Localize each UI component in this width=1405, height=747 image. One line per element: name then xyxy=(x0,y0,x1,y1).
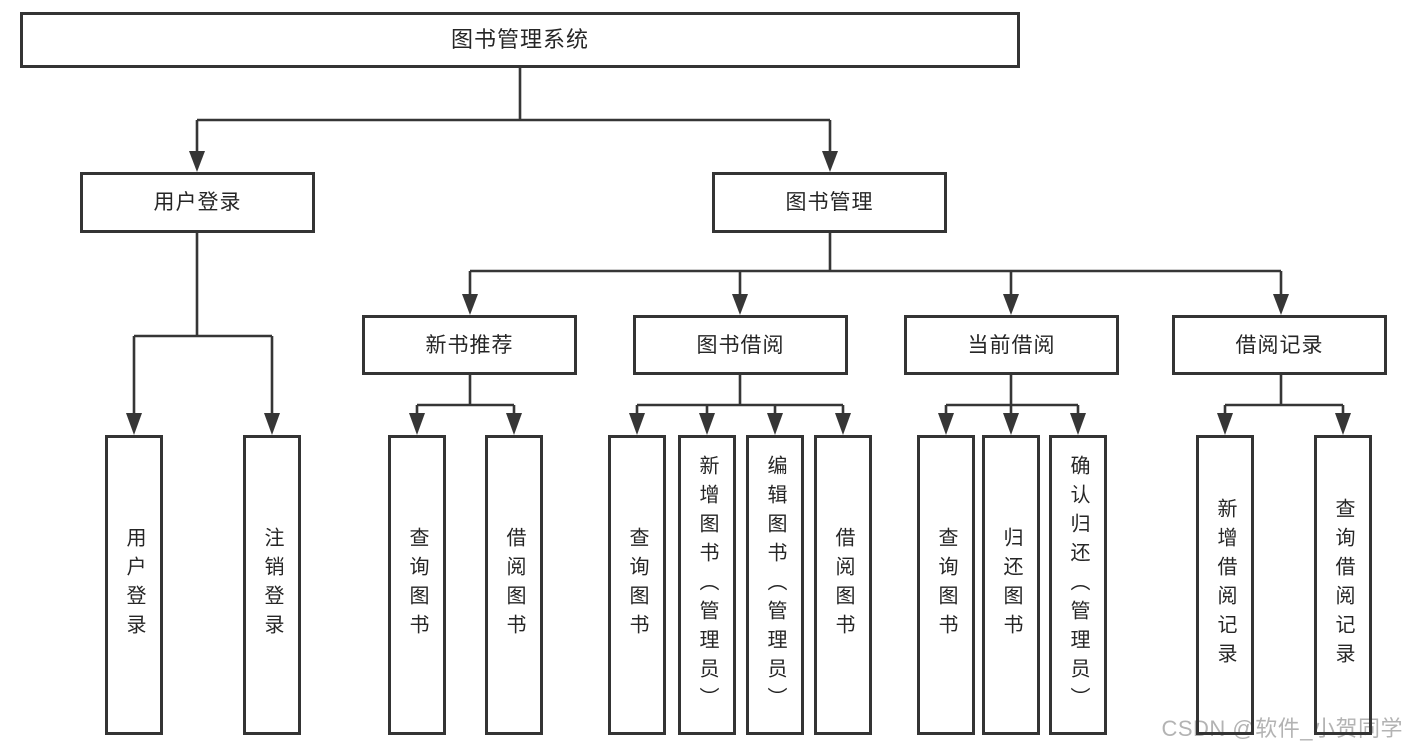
arrowhead-icon xyxy=(1217,413,1233,435)
arrowhead-icon xyxy=(835,413,851,435)
leaf-confirm-return-admin: 确认归还（管理员） xyxy=(1049,435,1107,735)
arrowhead-icon xyxy=(409,413,425,435)
node-current-borrow: 当前借阅 xyxy=(904,315,1119,375)
node-label: 借阅图书 xyxy=(503,527,525,643)
node-label: 注销登录 xyxy=(261,527,283,643)
node-label: 图书管理系统 xyxy=(450,27,589,52)
leaf-query-books-1: 查询图书 xyxy=(388,435,446,735)
node-label: 用户登录 xyxy=(123,527,145,643)
arrowhead-icon xyxy=(1003,413,1019,435)
arrowhead-icon xyxy=(462,294,478,315)
arrowhead-icon xyxy=(1273,294,1289,315)
arrowhead-icon xyxy=(629,413,645,435)
node-label: 图书管理 xyxy=(785,191,874,214)
arrowhead-icon xyxy=(1070,413,1086,435)
node-label: 新书推荐 xyxy=(425,333,514,357)
node-book-management: 图书管理 xyxy=(712,172,947,233)
node-label: 新增图书（管理员） xyxy=(696,454,718,716)
leaf-add-borrow-record: 新增借阅记录 xyxy=(1196,435,1254,735)
leaf-return-books: 归还图书 xyxy=(982,435,1040,735)
arrowhead-icon xyxy=(506,413,522,435)
node-new-book-recommend: 新书推荐 xyxy=(362,315,577,375)
csdn-watermark: CSDN @软件_小贺同学 xyxy=(1161,716,1403,741)
leaf-borrow-books-2: 借阅图书 xyxy=(814,435,872,735)
arrowhead-icon xyxy=(264,413,280,435)
leaf-query-books-2: 查询图书 xyxy=(608,435,666,735)
node-book-borrow: 图书借阅 xyxy=(633,315,848,375)
arrowhead-icon xyxy=(126,413,142,435)
node-label: 编辑图书（管理员） xyxy=(764,454,786,716)
leaf-logout: 注销登录 xyxy=(243,435,301,735)
arrowhead-icon xyxy=(822,151,838,172)
node-label: 查询图书 xyxy=(626,527,648,643)
arrowhead-icon xyxy=(767,413,783,435)
node-label: 查询图书 xyxy=(935,527,957,643)
node-label: 借阅图书 xyxy=(832,527,854,643)
arrowhead-icon xyxy=(732,294,748,315)
leaf-add-book-admin: 新增图书（管理员） xyxy=(678,435,736,735)
node-user-login: 用户登录 xyxy=(80,172,315,233)
node-label: 用户登录 xyxy=(153,191,242,214)
arrowhead-icon xyxy=(699,413,715,435)
arrowhead-icon xyxy=(1003,294,1019,315)
leaf-query-books-3: 查询图书 xyxy=(917,435,975,735)
node-label: 新增借阅记录 xyxy=(1214,498,1236,672)
node-label: 确认归还（管理员） xyxy=(1067,454,1089,716)
node-label: 图书借阅 xyxy=(696,333,785,357)
leaf-borrow-books-1: 借阅图书 xyxy=(485,435,543,735)
node-borrow-records: 借阅记录 xyxy=(1172,315,1387,375)
arrowhead-icon xyxy=(938,413,954,435)
node-label: 查询借阅记录 xyxy=(1332,498,1354,672)
node-label: 借阅记录 xyxy=(1235,333,1324,357)
node-label: 查询图书 xyxy=(406,527,428,643)
leaf-edit-book-admin: 编辑图书（管理员） xyxy=(746,435,804,735)
arrowhead-icon xyxy=(189,151,205,172)
node-root-library-system: 图书管理系统 xyxy=(20,12,1020,68)
node-label: 归还图书 xyxy=(1000,527,1022,643)
leaf-query-borrow-record: 查询借阅记录 xyxy=(1314,435,1372,735)
node-label: 当前借阅 xyxy=(967,333,1056,357)
arrowhead-icon xyxy=(1335,413,1351,435)
leaf-user-login: 用户登录 xyxy=(105,435,163,735)
